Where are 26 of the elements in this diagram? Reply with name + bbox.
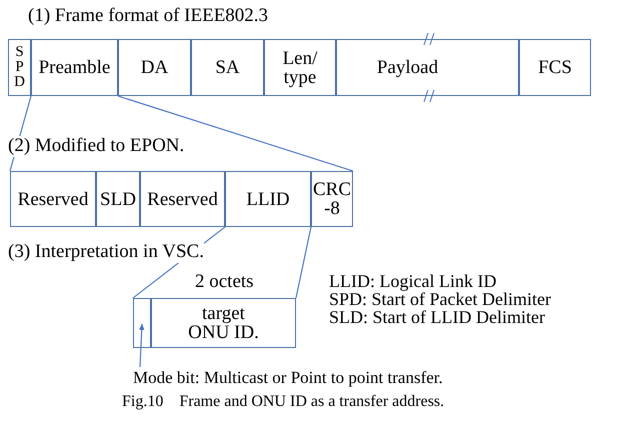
- field-cell: SLD: [96, 171, 140, 227]
- mode-bit-cell: [133, 298, 151, 348]
- section-heading: (3) Interpretation in VSC.: [8, 242, 204, 263]
- figure-caption: Fig.10 Frame and ONU ID as a transfer address.: [122, 393, 444, 411]
- abbreviation-note: SLD: Start of LLID Delimiter: [329, 308, 545, 328]
- expansion-line: [295, 226, 312, 298]
- bit-note: Mode bit: Multicast or Point to point transfer.: [133, 369, 443, 388]
- field-cell: Reserved: [10, 171, 96, 227]
- field-cell: FCS: [519, 39, 591, 96]
- field-cell: DA: [118, 39, 191, 96]
- field-cell: SA: [191, 39, 264, 96]
- field-cell: CRC -8: [311, 171, 353, 227]
- expansion-line: [118, 95, 354, 172]
- abbreviation-note: LLID: Logical Link ID: [329, 272, 496, 292]
- arrow: [139, 323, 144, 368]
- field-cell: Len/ type: [264, 39, 336, 96]
- field-cell: LLID: [225, 171, 311, 227]
- field-cell: Preamble: [31, 39, 118, 96]
- field-cell: target ONU ID.: [151, 298, 296, 348]
- field-cell: S P D: [8, 39, 31, 96]
- abbreviation-note: SPD: Start of Packet Delimiter: [329, 290, 551, 310]
- field-cell: Reserved: [140, 171, 225, 227]
- section-heading: (2) Modified to EPON.: [8, 136, 184, 157]
- section-heading: (1) Frame format of IEEE802.3: [28, 6, 268, 27]
- field-cell: Payload: [336, 39, 519, 96]
- size-label: 2 octets: [195, 272, 254, 293]
